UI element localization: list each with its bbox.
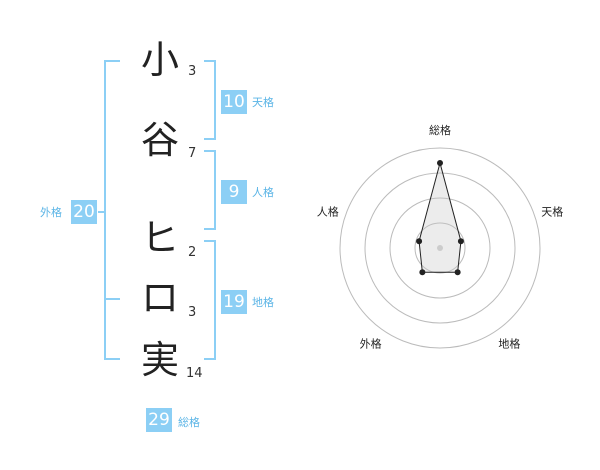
radar-ring xyxy=(364,172,516,324)
radar-ring xyxy=(389,197,491,299)
name-char-3: ヒ xyxy=(140,216,179,260)
radar-point xyxy=(437,160,443,166)
jinkaku-bracket-vertical xyxy=(214,150,216,230)
jinkaku-label: 人格 xyxy=(252,186,274,199)
gaikaku-bracket-mid xyxy=(104,298,120,300)
gaikaku-bracket-bottom xyxy=(104,358,120,360)
radar-point xyxy=(419,269,426,276)
name-char-1: 小 xyxy=(140,38,179,82)
radar-axis-label: 人格 xyxy=(317,205,339,219)
radar-axis-label: 総格 xyxy=(429,123,451,137)
radar-ring xyxy=(339,147,541,349)
jinkaku-bracket-bottom xyxy=(204,228,216,230)
radar-axis-label: 天格 xyxy=(541,205,563,219)
radar-point xyxy=(457,238,464,245)
gaikaku-connector xyxy=(98,211,106,213)
tenkaku-bracket-top xyxy=(204,60,216,62)
tenkaku-bracket-vertical xyxy=(214,60,216,140)
soukaku-value: 29 xyxy=(146,408,172,432)
chikaku-value: 19 xyxy=(221,290,247,314)
radar-axis-label: 地格 xyxy=(498,336,520,350)
radar-polygon xyxy=(418,161,462,273)
radar-point xyxy=(416,238,423,245)
name-char-2: 谷 xyxy=(140,118,179,162)
stroke-count-3: 2 xyxy=(188,245,197,260)
gaikaku-bracket-top xyxy=(104,60,120,62)
gaikaku-bracket-vertical xyxy=(104,60,106,360)
stroke-count-4: 3 xyxy=(188,305,197,320)
gaikaku-label: 外格 xyxy=(40,206,62,219)
radar-point xyxy=(454,269,461,276)
stroke-count-5: 14 xyxy=(186,366,203,381)
chikaku-bracket-vertical xyxy=(214,240,216,360)
radar-center xyxy=(437,245,443,251)
stroke-count-2: 7 xyxy=(188,146,197,161)
chikaku-label: 地格 xyxy=(252,296,274,309)
tenkaku-label: 天格 xyxy=(252,96,274,109)
radar-ring xyxy=(414,222,466,274)
jinkaku-value: 9 xyxy=(221,180,247,204)
chikaku-bracket-top xyxy=(204,240,216,242)
stroke-count-1: 3 xyxy=(188,64,197,79)
jinkaku-bracket-top xyxy=(204,150,216,152)
gaikaku-value: 20 xyxy=(71,200,97,224)
soukaku-label: 総格 xyxy=(178,416,200,429)
chikaku-bracket-bottom xyxy=(204,358,216,360)
tenkaku-bracket-bottom xyxy=(204,138,216,140)
name-char-4: ロ xyxy=(140,276,179,320)
name-char-5: 実 xyxy=(140,338,179,382)
tenkaku-value: 10 xyxy=(221,90,247,114)
radar-axis-label: 外格 xyxy=(360,336,382,350)
